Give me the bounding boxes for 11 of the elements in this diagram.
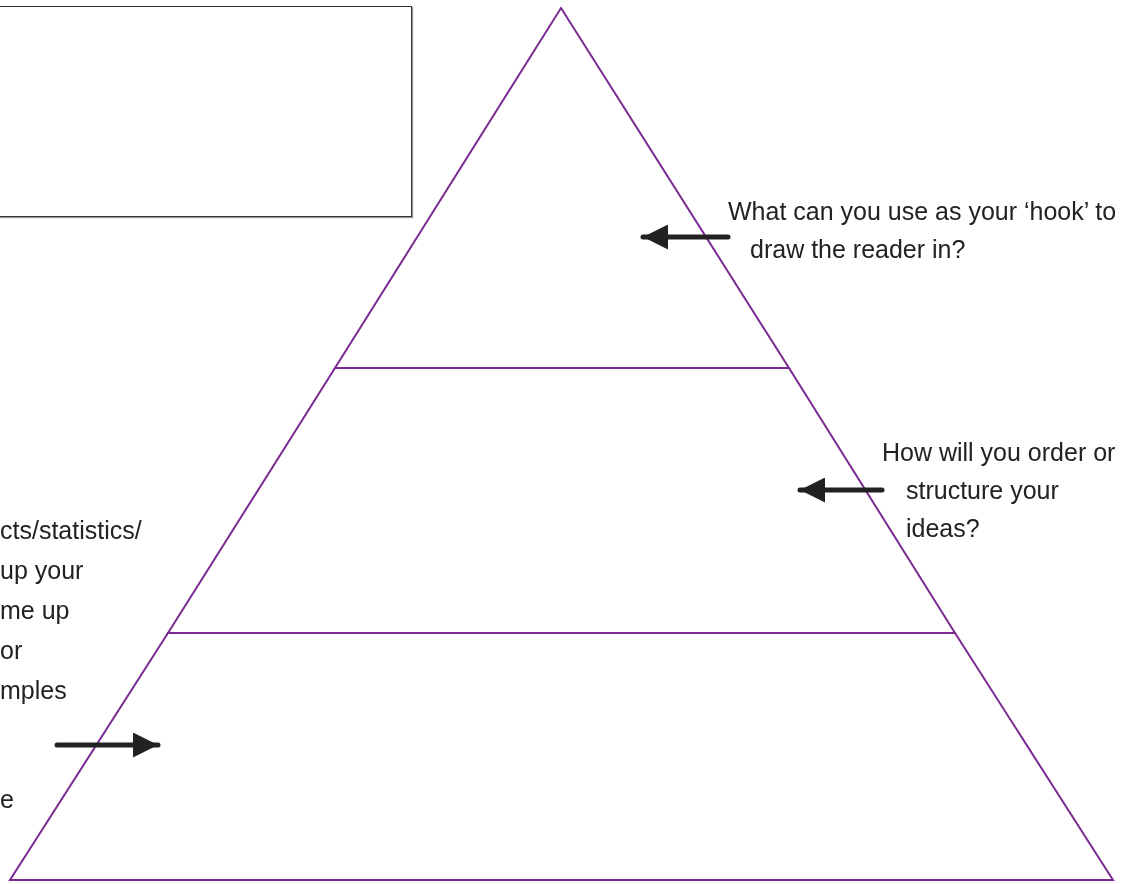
prompt-text: How will you order or structure your ideas? — [882, 437, 1117, 544]
prompt-text: cts/statistics/ — [0, 515, 143, 546]
prompt-text: What can you use as your ‘hook’ to draw the reader in? — [728, 196, 1118, 265]
prompt-text: e — [0, 784, 14, 815]
prompt-text: mples — [0, 675, 68, 706]
arrow — [54, 732, 161, 758]
prompt-text: up your — [0, 555, 85, 586]
arrow — [797, 477, 885, 503]
arrow — [640, 224, 731, 250]
prompt-text: me up — [0, 595, 71, 626]
prompt-text: or — [0, 635, 24, 666]
